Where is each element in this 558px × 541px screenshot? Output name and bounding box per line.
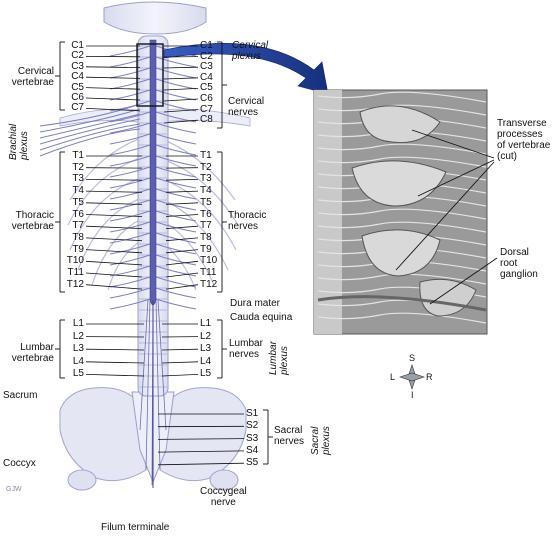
photo-leader-lines [395, 129, 498, 305]
segment-label-t7: T7 [72, 220, 84, 232]
coccygeal-nerve-label: Coccygeal nerve [200, 486, 247, 508]
left-femur-head-shape [67, 469, 97, 491]
segment-label-s5: S5 [246, 457, 259, 469]
segment-label-t6: T6 [200, 208, 212, 220]
segment-label-l5: L5 [72, 368, 84, 380]
segment-label-c2: C2 [200, 50, 213, 62]
spinal-nerves-group [39, 45, 197, 310]
lumbar-vertebrae-label: Lumbar vertebrae [11, 342, 54, 364]
segment-label-t3: T3 [200, 173, 212, 185]
segment-label-t9: T9 [200, 243, 212, 255]
filum-terminale-label: Filum terminale [101, 522, 170, 533]
segment-label-s2: S2 [246, 420, 259, 432]
segment-label-l3: L3 [200, 343, 212, 355]
coccyx-label: Coccyx [3, 458, 36, 469]
segment-label-c1: C1 [71, 40, 84, 51]
segment-label-l4: L4 [200, 355, 212, 367]
highlight-box [136, 43, 164, 107]
thoracic-vertebrae-label: Thoracic vertebrae [11, 210, 54, 232]
left-ilium-shape [59, 387, 147, 482]
segment-label-c6: C6 [200, 93, 213, 104]
cervical-nerves-label: Cervical nerves [228, 96, 265, 118]
skull-base-shape [103, 1, 207, 35]
spinal-cord-shape [149, 39, 157, 306]
segment-label-l1: L1 [200, 318, 212, 329]
segment-label-c2: C2 [71, 50, 84, 62]
segment-label-t4: T4 [200, 185, 212, 197]
segment-label-t1: T1 [72, 150, 84, 161]
segment-label-t10: T10 [200, 255, 218, 267]
segment-label-l4: L4 [72, 355, 84, 367]
segment-label-c6: C6 [71, 92, 84, 103]
right-ilium-shape [159, 387, 247, 482]
segment-label-t6: T6 [72, 208, 84, 220]
segment-label-t8: T8 [200, 231, 212, 243]
segment-label-l3: L3 [72, 343, 84, 355]
transverse-processes-label: Transverse processes of vertebrae (cut) [497, 118, 551, 162]
segment-label-s1: S1 [246, 408, 259, 419]
cauda-equina-label: Cauda equina [230, 312, 293, 323]
dissection-photo [313, 89, 488, 335]
segment-label-s4: S4 [246, 444, 259, 456]
cervical-plexus-label: Cervical plexus [232, 40, 269, 62]
lumbar-plexus-label: Lumbar plexus [268, 341, 290, 375]
segment-label-t9: T9 [72, 243, 84, 255]
segment-label-t5: T5 [200, 196, 212, 208]
sacral-nerves-label: Sacral nerves [274, 425, 305, 447]
segment-label-c7: C7 [200, 103, 213, 115]
segment-label-t8: T8 [72, 231, 84, 243]
compass-left: L [390, 372, 396, 382]
segment-label-t7: T7 [200, 220, 212, 232]
dura-mater-label: Dura mater [230, 298, 281, 309]
thoracic-nerves-label: Thoracic nerves [228, 210, 267, 232]
segment-label-t2: T2 [72, 161, 84, 173]
segment-label-c3: C3 [71, 60, 84, 72]
segment-label-c3: C3 [200, 61, 213, 73]
segment-label-t10: T10 [66, 255, 84, 267]
right-femur-head-shape [209, 469, 239, 491]
segment-label-t12: T12 [200, 278, 218, 290]
segment-label-c8: C8 [200, 114, 213, 126]
segment-label-t5: T5 [72, 196, 84, 208]
artist-signature: GJW [6, 486, 22, 493]
segment-label-l2: L2 [200, 330, 212, 342]
segment-label-l5: L5 [200, 368, 212, 380]
orientation-compass [399, 364, 425, 390]
compass-superior: S [409, 353, 416, 363]
sacral-plexus-label: Sacral plexus [310, 426, 332, 455]
segment-label-c4: C4 [71, 71, 84, 83]
segment-label-t11: T11 [67, 267, 85, 278]
segment-label-t2: T2 [200, 161, 212, 173]
segment-label-c5: C5 [71, 81, 84, 93]
segment-label-c5: C5 [200, 82, 213, 94]
segment-label-c1: C1 [200, 40, 213, 51]
segment-label-t3: T3 [72, 173, 84, 185]
leader-lines [85, 45, 245, 466]
segment-label-t12: T12 [66, 278, 84, 290]
bracket-lines [55, 41, 273, 465]
compass-right: R [426, 372, 433, 382]
compass-inferior: I [411, 390, 414, 400]
dorsal-root-ganglion-label: Dorsal root ganglion [500, 247, 538, 280]
segment-label-l1: L1 [72, 318, 84, 329]
lumbar-nerves-label: Lumbar nerves [229, 338, 263, 360]
cervical-vertebrae-label: Cervical vertebrae [11, 66, 54, 88]
segment-label-c7: C7 [71, 102, 84, 114]
segment-label-l2: L2 [72, 330, 84, 342]
segment-label-t4: T4 [72, 185, 84, 197]
sacrum-label: Sacrum [3, 390, 38, 401]
segment-label-s3: S3 [246, 432, 259, 444]
segment-label-t11: T11 [200, 267, 217, 278]
magnification-arrow [163, 43, 329, 95]
segment-label-t1: T1 [200, 150, 212, 161]
brachial-plexus-label: Brachial plexus [8, 123, 30, 160]
segment-label-c4: C4 [200, 71, 213, 83]
